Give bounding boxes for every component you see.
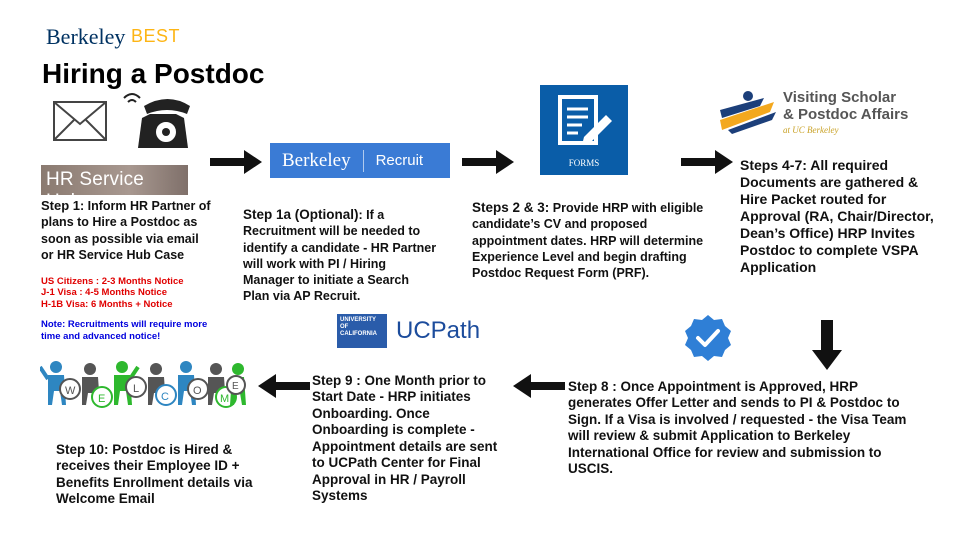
hr-service-hub-logo: HR Service Hub (41, 165, 188, 212)
step-1-lead: Step 1 (41, 198, 81, 213)
step-1a-lead: Step 1a (Optional) (243, 207, 359, 222)
vspa-logo-icon (720, 91, 776, 134)
arrow-icon (258, 374, 310, 398)
svg-text:L: L (133, 383, 139, 395)
uc-box-line-1: UNIVERSITY (340, 317, 377, 323)
forms-icon: FORMS (540, 85, 628, 175)
welcome-people-icon: W E L C O M E (40, 361, 246, 408)
svg-text:M: M (220, 393, 229, 405)
arrow-icon (462, 150, 514, 174)
ucpath-logo: UCPath (396, 317, 481, 344)
step-2-3-lead: Steps 2 & 3: (472, 200, 550, 215)
arrow-icon (812, 320, 842, 370)
step-2-3-body: Provide HRP with eligible candidate’s CV… (472, 201, 704, 281)
brand-best: BEST (131, 26, 181, 46)
step-9-text: Step 9 : One Month prior to Start Date -… (312, 373, 498, 504)
svg-text:O: O (193, 385, 202, 397)
svg-text:W: W (65, 385, 76, 397)
document-icon (558, 95, 612, 145)
envelope-icon (53, 101, 107, 141)
notice-block: US Citizens : 2-3 Months Notice J-1 Visa… (41, 276, 216, 342)
brand-logo: Berkeley (46, 24, 126, 49)
step-8-text: Step 8 : Once Appointment is Approved, H… (568, 379, 907, 477)
step-1-text: Step 1: Inform HR Partner of plans to Hi… (41, 198, 213, 263)
uc-box-line-2: OF (340, 324, 349, 331)
uc-box-line-3: CALIFORNIA (340, 331, 377, 338)
notice-h1b: H-1B Visa: 6 Months + Notice (41, 298, 173, 310)
svg-text:E: E (232, 381, 239, 392)
notice-j1: J-1 Visa : 4-5 Months Notice (41, 287, 167, 299)
step-1-body: : Inform HR Partner of plans to Hire a P… (41, 199, 211, 262)
uc-logo-box: UNIVERSITY OF CALIFORNIA (337, 314, 387, 348)
page-title: Hiring a Postdoc (42, 58, 265, 89)
vspa-title: Visiting Scholar & Postdoc Affairs (783, 89, 909, 123)
step-10-text: Step 10: Postdoc is Hired & receives the… (56, 442, 253, 507)
arrow-icon (513, 374, 565, 398)
checkmark-badge-icon (685, 315, 731, 361)
step-2-3-text: Steps 2 & 3: Provide HRP with eligible c… (472, 200, 712, 281)
notice-recruitment: Note: Recruitments will require more tim… (41, 319, 208, 342)
forms-label: FORMS (568, 158, 600, 168)
vspa-subtitle: at UC Berkeley (783, 125, 839, 135)
step-4-7-text: Steps 4-7: All required Documents are ga… (740, 157, 934, 276)
recruit-logo-right: Recruit (375, 152, 424, 169)
arrow-icon (681, 150, 733, 174)
berkeley-recruit-logo: Berkeley Recruit (270, 143, 450, 178)
step-1a-text: Step 1a (Optional): If a Recruitment wil… (243, 207, 438, 305)
phone-icon (123, 93, 190, 148)
svg-text:E: E (98, 393, 105, 405)
vspa-line-2: & Postdoc Affairs (783, 105, 909, 123)
svg-text:C: C (161, 391, 169, 403)
step-1a-body: : If a Recruitment will be needed to ide… (243, 208, 437, 304)
recruit-logo-left: Berkeley (270, 149, 364, 172)
vspa-line-1: Visiting Scholar (783, 89, 897, 106)
arrow-icon (210, 150, 262, 174)
notice-us: US Citizens : 2-3 Months Notice (41, 276, 184, 287)
